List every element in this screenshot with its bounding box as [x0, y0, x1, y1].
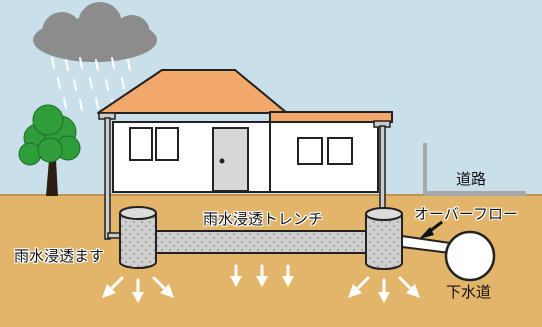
house-icon	[97, 69, 393, 193]
infiltration-trench	[147, 230, 377, 254]
sewer-label: 下水道	[446, 283, 492, 301]
road	[423, 143, 526, 196]
infiltration-basin-right	[365, 207, 403, 270]
downspout-left	[98, 112, 127, 240]
tree-icon	[18, 104, 81, 196]
overflow-pointer-arrow	[419, 220, 443, 239]
rain-drops	[51, 57, 131, 111]
trench-label: 雨水浸透トレンチ	[203, 210, 324, 228]
infiltration-basin-label: 雨水浸透ます	[14, 247, 105, 265]
sewer-pipe-icon	[401, 230, 496, 282]
rain-cloud-icon	[33, 2, 157, 62]
infiltration-basin-left	[119, 206, 157, 269]
road-label: 道路	[456, 170, 487, 188]
infiltration-arrow-icon	[102, 264, 420, 303]
overflow-label: オーバーフロー	[414, 205, 518, 223]
